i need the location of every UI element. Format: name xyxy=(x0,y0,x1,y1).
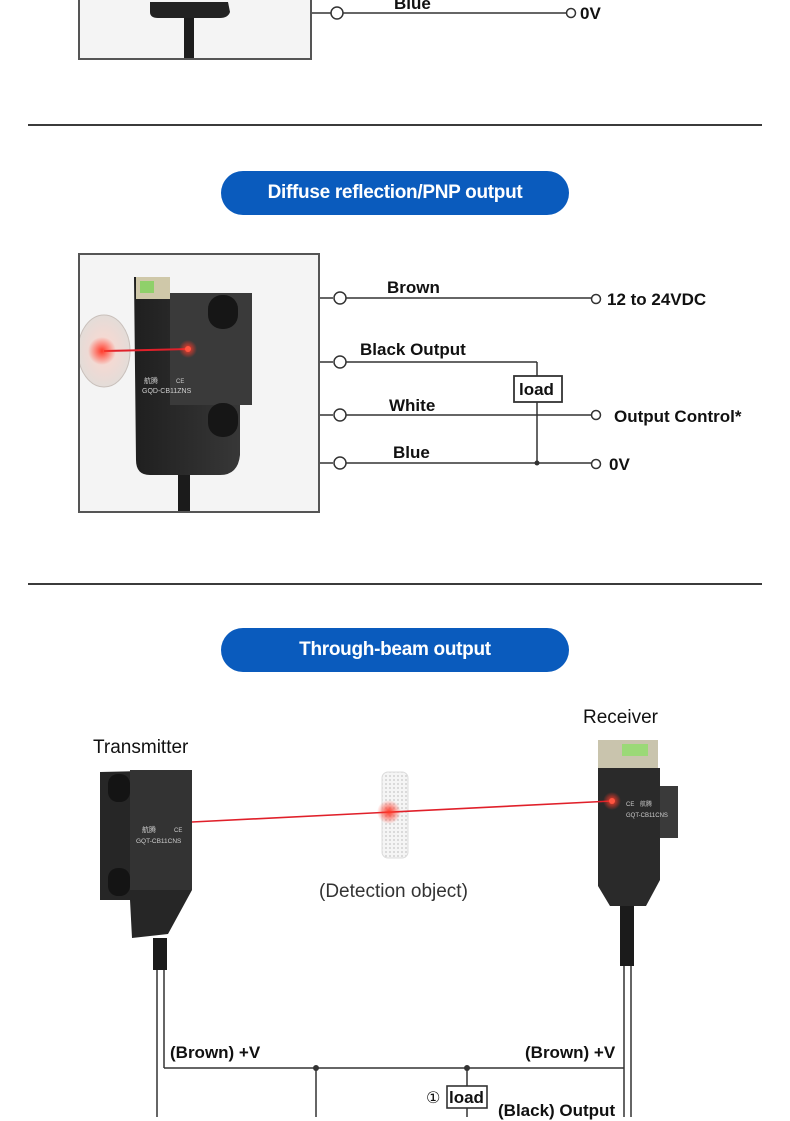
diffuse-terminal-0v: 0V xyxy=(609,455,630,474)
transmitter-brand-text: 航腾 xyxy=(142,825,156,834)
transmitter-device-label: GQT-CB11CNS xyxy=(136,838,182,845)
receiver-sensor: 航腾 CE GQT-CB11CNS xyxy=(598,740,678,966)
diffuse-section-title: Diffuse reflection/PNP output xyxy=(221,171,569,215)
diffuse-sensor-frame: 航腾 CE GQD-CB11ZNS xyxy=(78,253,320,513)
rx-brown-label: (Brown) +V xyxy=(525,1043,616,1062)
receiver-brand-text: 航腾 xyxy=(640,800,652,808)
top-wire-blue-label: Blue xyxy=(394,0,431,13)
diffuse-wire-white-label: White xyxy=(389,396,436,415)
section-divider-2 xyxy=(28,583,762,585)
diffuse-brand-text: 航腾 xyxy=(144,376,158,385)
section-divider-1 xyxy=(28,124,762,126)
transmitter-label: Transmitter xyxy=(93,737,189,758)
detection-object-label: (Detection object) xyxy=(319,881,468,902)
top-terminal-0v: 0V xyxy=(580,4,601,23)
rx-black-label: (Black) Output xyxy=(498,1101,616,1120)
diffuse-load-box xyxy=(513,375,563,403)
transmitter-sensor: 航腾 CE GQT-CB11CNS xyxy=(100,770,192,970)
diffuse-terminal-supply: 12 to 24VDC xyxy=(607,290,707,309)
diffuse-wire-blue-label: Blue xyxy=(393,443,430,462)
through-beam-diagram: 航腾 CE GQT-CB11CNS 航腾 CE GQT-CB11CNS xyxy=(100,740,678,1117)
diffuse-wire-diagram xyxy=(320,291,602,470)
diffuse-terminal-control: Output Control* xyxy=(614,407,742,426)
diffuse-load-label: load xyxy=(519,380,554,399)
diffuse-sensor-image: 航腾 CE GQD-CB11ZNS xyxy=(80,277,252,511)
through-load-label: load xyxy=(449,1088,484,1107)
tx-brown-label: (Brown) +V xyxy=(170,1043,261,1062)
receiver-ce-mark: CE xyxy=(626,802,634,808)
top-sensor-image xyxy=(150,2,230,58)
diffuse-ce-mark: CE xyxy=(176,379,184,385)
diffuse-wire-black-label: Black Output xyxy=(360,340,466,359)
transmitter-ce-mark: CE xyxy=(174,828,182,834)
receiver-label: Receiver xyxy=(583,707,658,728)
through-section-title: Through-beam output xyxy=(221,628,569,672)
top-sensor-frame xyxy=(78,0,312,60)
diffuse-wire-brown-label: Brown xyxy=(387,278,440,297)
top-wire-diagram xyxy=(312,6,577,20)
diffuse-device-label: GQD-CB11ZNS xyxy=(142,388,192,395)
laser-beam xyxy=(191,800,613,823)
load-marker: ① xyxy=(426,1090,441,1107)
receiver-device-label: GQT-CB11CNS xyxy=(626,813,668,819)
